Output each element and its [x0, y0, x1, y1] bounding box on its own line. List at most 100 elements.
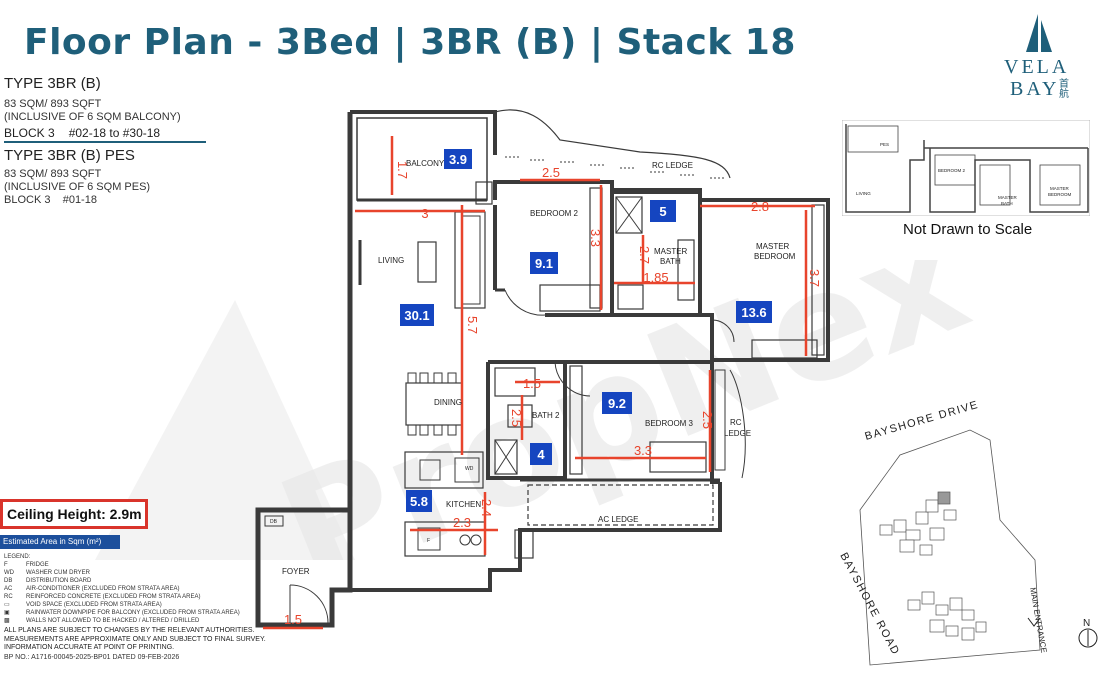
- unit-pes-block: BLOCK 3 #01-18: [4, 194, 234, 207]
- logo-text-vela: VELA: [1004, 56, 1070, 78]
- dim-master-w: 2.8: [751, 199, 769, 214]
- block-label: BLOCK 3: [4, 126, 55, 140]
- legend-desc: DISTRIBUTION BOARD: [26, 578, 92, 584]
- floor-plan: 3.9 5 9.1 30.1 13.6 9.2 4 5.8 1.7 2.5 3 …: [255, 109, 830, 630]
- dim-foyer-w: 1.5: [284, 612, 302, 627]
- legend-row: ▭ VOID SPACE (EXCLUDED FROM STRATA AREA): [4, 601, 266, 609]
- legend-row: AC AIR-CONDITIONER (EXCLUDED FROM STRATA …: [4, 585, 266, 593]
- site-bayshore-drive: BAYSHORE DRIVE: [864, 400, 981, 443]
- dim-bed2-h: 3.3: [588, 229, 603, 247]
- entrance-arrow-icon: [1027, 617, 1041, 627]
- legend-row: DB DISTRIBUTION BOARD: [4, 577, 266, 585]
- room-rc-right-1: RC: [730, 418, 742, 427]
- badge-kitchen: 5.8: [410, 494, 428, 509]
- room-balcony: BALCONY: [406, 159, 445, 168]
- disclaimer-3: INFORMATION ACCURATE AT POINT OF PRINTIN…: [4, 644, 175, 651]
- logo-text-cjk: 首航: [1059, 79, 1069, 100]
- dim-mbath-w: 1.85: [643, 270, 668, 285]
- disclaimer-2: MEASUREMENTS ARE APPROXIMATE ONLY AND SU…: [4, 635, 266, 643]
- unit-info-panel: TYPE 3BR (B) 83 SQM/ 893 SQFT (INCLUSIVE…: [4, 75, 234, 207]
- dim-bed2-w: 2.5: [542, 165, 560, 180]
- bp-number: BP NO.: A1716-00045-2025-BP01 DATED 09-F…: [4, 653, 180, 661]
- room-bedroom2: BEDROOM 2: [530, 209, 579, 218]
- legend-desc: RAINWATER DOWNPIPE FOR BALCONY (EXCLUDED…: [26, 610, 240, 616]
- legend-desc: FRIDGE: [26, 562, 49, 568]
- unit-type-main: TYPE 3BR (B): [4, 75, 101, 92]
- unit-area-pes: 83 SQM/ 893 SQFT: [4, 168, 102, 180]
- legend-desc: AIR-CONDITIONER (EXCLUDED FROM STRATA AR…: [26, 586, 180, 592]
- legend-desc: VOID SPACE (EXCLUDED FROM STRATA AREA): [26, 602, 162, 608]
- legend-title: LEGEND:: [4, 554, 31, 560]
- keyplan-pes: PES: [880, 142, 889, 147]
- pes-block-label: BLOCK 3: [4, 194, 51, 206]
- north-arrow-icon: [1078, 628, 1098, 648]
- wall-hatch-icon: ▩: [4, 618, 10, 624]
- badge-bedroom2: 9.1: [535, 256, 553, 271]
- vela-bay-logo: VELA BAY 首航: [1000, 12, 1080, 102]
- unit-type-pes: TYPE 3BR (B) PES: [4, 147, 135, 164]
- dim-bed3-h: 2.5: [700, 411, 715, 429]
- keyplan-master-bedroom-1: MASTER: [1050, 186, 1070, 191]
- badge-master-bath: 5: [659, 204, 666, 219]
- legend-row: ▩ WALLS NOT ALLOWED TO BE HACKED / ALTERE…: [4, 617, 266, 625]
- keyplan-master-bath-1: MASTER: [998, 195, 1018, 200]
- room-master-bedroom-2: BEDROOM: [754, 252, 796, 261]
- legend-desc: REINFORCED CONCRETE (EXCLUDED FROM STRAT…: [26, 594, 201, 600]
- page-title: Floor Plan - 3Bed | 3BR (B) | Stack 18: [24, 22, 796, 63]
- unit-area-main: 83 SQM/ 893 SQFT: [4, 98, 102, 110]
- void-space-icon: ▭: [4, 602, 10, 608]
- room-dining: DINING: [434, 398, 462, 407]
- dim-living-w: 3: [421, 206, 428, 221]
- room-master-bath-2: BATH: [660, 257, 681, 266]
- estimated-area-label: Estimated Area in Sqm (m²): [0, 535, 120, 549]
- keyplan-master-bedroom-2: BEDROOM: [1048, 192, 1072, 197]
- pes-units: #01-18: [62, 194, 97, 206]
- not-to-scale-note: Not Drawn to Scale: [903, 221, 1033, 238]
- dim-master-h: 3.7: [807, 269, 822, 287]
- room-kitchen: KITCHEN: [446, 500, 481, 509]
- room-bath2: BATH 2: [532, 411, 560, 420]
- badge-bedroom3: 9.2: [608, 396, 626, 411]
- badge-living: 30.1: [404, 308, 429, 323]
- legend-row: RC REINFORCED CONCRETE (EXCLUDED FROM STR…: [4, 593, 266, 601]
- unit-pes-note: (INCLUSIVE OF 6 SQM PES): [4, 181, 151, 193]
- disclaimer-1: ALL PLANS ARE SUBJECT TO CHANGES BY THE …: [4, 627, 255, 634]
- legend-key: RC: [4, 594, 13, 600]
- north-label: N: [1083, 618, 1090, 629]
- label-db: DB: [270, 519, 278, 525]
- site-plan: BAYSHORE DRIVE BAYSHORE ROAD MAIN ENTRAN…: [837, 400, 1098, 666]
- dim-bath2-w: 1.5: [523, 376, 541, 391]
- keyplan-living: LIVING: [856, 191, 871, 196]
- dim-mbath-h: 2.7: [637, 246, 652, 264]
- keyplan-bedroom2: BEDROOM 2: [938, 168, 966, 173]
- dim-kitchen-w: 2.3: [453, 515, 471, 530]
- legend-row: ▣ RAINWATER DOWNPIPE FOR BALCONY (EXCLUDE…: [4, 609, 266, 617]
- label-wd: WD: [465, 466, 474, 472]
- room-bedroom3: BEDROOM 3: [645, 419, 694, 428]
- room-master-bath-1: MASTER: [654, 247, 688, 256]
- block-units: #02-18 to #30-18: [68, 126, 161, 140]
- room-rc-ledge-top: RC LEDGE: [652, 161, 693, 170]
- label-fridge: F: [427, 538, 430, 544]
- unit-balcony-note: (INCLUSIVE OF 6 SQM BALCONY): [4, 111, 181, 123]
- unit-block-line: BLOCK 3 #02-18 to #30-18: [4, 126, 206, 143]
- site-bayshore-road: BAYSHORE ROAD: [837, 551, 901, 658]
- room-ac-ledge: AC LEDGE: [598, 515, 638, 524]
- badge-bath2: 4: [537, 447, 545, 462]
- key-plan: PES LIVING BEDROOM 2 MASTER BATH MASTER …: [842, 120, 1090, 216]
- downpipe-icon: ▣: [4, 610, 10, 616]
- legend-desc: WALLS NOT ALLOWED TO BE HACKED / ALTERED…: [26, 618, 200, 624]
- dim-bed3-w: 3.3: [634, 443, 652, 458]
- room-rc-right-2: LEDGE: [724, 429, 751, 438]
- room-living: LIVING: [378, 256, 404, 265]
- logo-text-bay: BAY: [1010, 78, 1060, 100]
- legend-key: AC: [4, 586, 13, 592]
- dim-balcony-h: 1.7: [395, 161, 410, 179]
- dim-living-h: 5.7: [465, 316, 480, 334]
- dim-bath2-h: 2.5: [509, 409, 524, 427]
- legend-key: DB: [4, 578, 13, 584]
- sail-icon: [1026, 14, 1052, 52]
